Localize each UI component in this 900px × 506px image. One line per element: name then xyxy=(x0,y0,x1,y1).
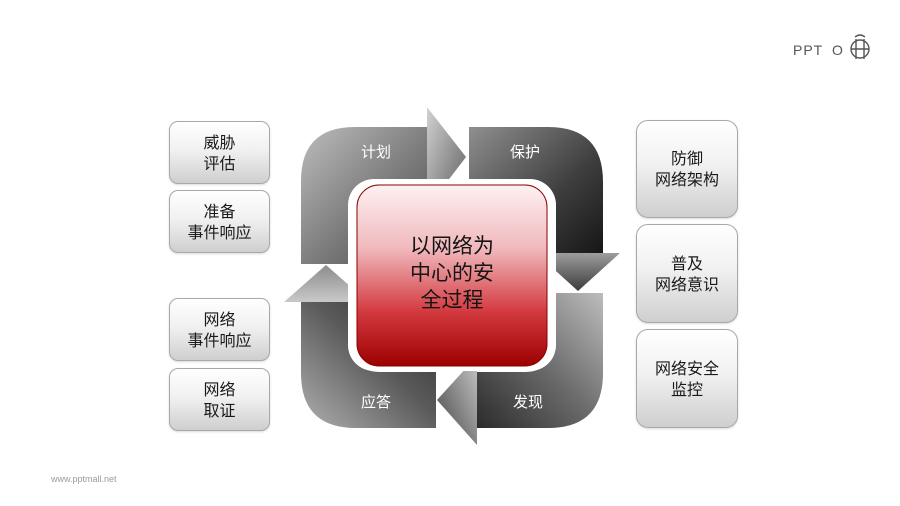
center-label-line: 全过程 xyxy=(421,289,484,312)
arrow-plan-segment xyxy=(301,127,432,264)
box-label: 网络 事件响应 xyxy=(187,309,252,350)
arrow-head-left xyxy=(437,356,477,445)
ppt-logo: PPT O xyxy=(793,33,873,69)
box-label: 网络安全 监控 xyxy=(654,358,719,399)
watermark-url: www.pptmall.net xyxy=(51,474,117,484)
box-defensive-network-architecture: 防御 网络架构 xyxy=(636,120,738,218)
ppt-bag-logo-icon: PPT O xyxy=(793,34,870,59)
center-label-line: 以网络为 xyxy=(410,235,494,258)
box-label: 网络 取证 xyxy=(203,379,236,420)
cycle-label-protect: 保护 xyxy=(510,143,540,161)
box-label: 普及 网络意识 xyxy=(654,253,719,294)
arrow-head-up xyxy=(284,265,368,302)
center-label: 以网络为中心的安全过程 xyxy=(410,235,494,312)
cycle-label-detect: 发现 xyxy=(513,393,543,411)
box-threat-assessment: 威胁 评估 xyxy=(169,121,270,184)
box-network-awareness: 普及 网络意识 xyxy=(636,224,738,323)
arrow-respond-segment xyxy=(301,302,436,428)
logo-text: PPT xyxy=(793,42,823,58)
center-label-line: 中心的安 xyxy=(410,262,494,285)
cycle-label-plan: 计划 xyxy=(361,143,391,161)
box-network-incident-response: 网络 事件响应 xyxy=(169,298,270,361)
box-label: 准备 事件响应 xyxy=(187,201,252,242)
center-core-box xyxy=(356,184,548,367)
cycle-label-respond: 应答 xyxy=(361,393,391,411)
box-prepare-incident-response: 准备 事件响应 xyxy=(169,190,270,253)
box-label: 防御 网络架构 xyxy=(654,149,719,189)
arrow-protect-segment xyxy=(469,127,603,254)
arrow-head-down xyxy=(536,253,620,291)
box-label: 威胁 评估 xyxy=(203,132,236,173)
box-network-forensics: 网络 取证 xyxy=(169,368,270,431)
logo-mark: O xyxy=(832,42,843,58)
box-network-security-monitoring: 网络安全 监控 xyxy=(636,329,738,428)
arrow-detect-segment xyxy=(476,293,603,428)
